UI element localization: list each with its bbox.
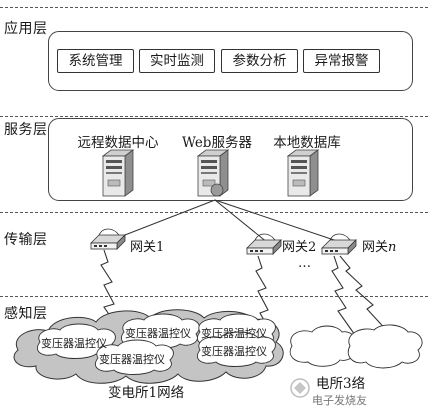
layer-divider-service [0,116,428,117]
layer-label-application: 应用层 [4,21,48,37]
server-label-web-server: Web服务器 [182,135,252,151]
watermark-text: 电子发烧友 [312,394,367,407]
substation-1-network-label: 变电所1网络 [108,385,185,401]
substation-3-cloud-icon [347,324,423,369]
service-gateway-links [111,199,344,244]
layer-divider-perception [0,296,428,297]
server-remote-data-center-icon [102,149,134,197]
gateway-n-icon [321,233,357,255]
gateway-n-prefix: 网关 [362,240,389,255]
watermark-logo-icon [290,378,310,398]
web-server-globe-icon [210,183,224,197]
gateway-ellipsis: … [298,256,311,271]
layer-label-perception: 感知层 [4,306,48,322]
server-label-local-database: 本地数据库 [273,135,341,151]
node-label-5: 变压器温控仪 [201,345,267,358]
substation-3-network-label: 电所3络 [316,376,366,392]
server-label-remote-data-center: 远程数据中心 [77,135,159,151]
substation-2-cloud-icon [289,325,356,367]
node-label-1: 变压器温控仪 [41,337,107,350]
node-label-4: 变压器温控仪 [99,353,165,366]
gateway-2-icon [246,233,282,255]
node-label-3: 变压器温控仪 [201,327,267,340]
server-local-database-icon [287,149,319,197]
layer-divider-application [0,7,428,8]
module-anomaly-alarm: 异常报警 [303,49,380,73]
node-clouds [36,313,276,375]
module-system-management: 系统管理 [57,49,134,73]
layer-label-transport: 传输层 [4,232,48,248]
gateway-1-icon [90,228,126,250]
gateway-1-label: 网关1 [130,240,165,255]
layer-divider-transport [0,212,428,213]
gateway-2-label: 网关2 [282,240,317,255]
module-realtime-monitoring: 实时监测 [139,49,215,73]
gateway-n-index: n [388,240,397,255]
wireless-links [100,249,390,336]
gateway-n-label: 网关n [362,236,396,255]
node-label-2: 变压器温控仪 [125,327,191,340]
module-parameter-analysis: 参数分析 [221,49,298,73]
layer-label-service: 服务层 [4,122,48,138]
